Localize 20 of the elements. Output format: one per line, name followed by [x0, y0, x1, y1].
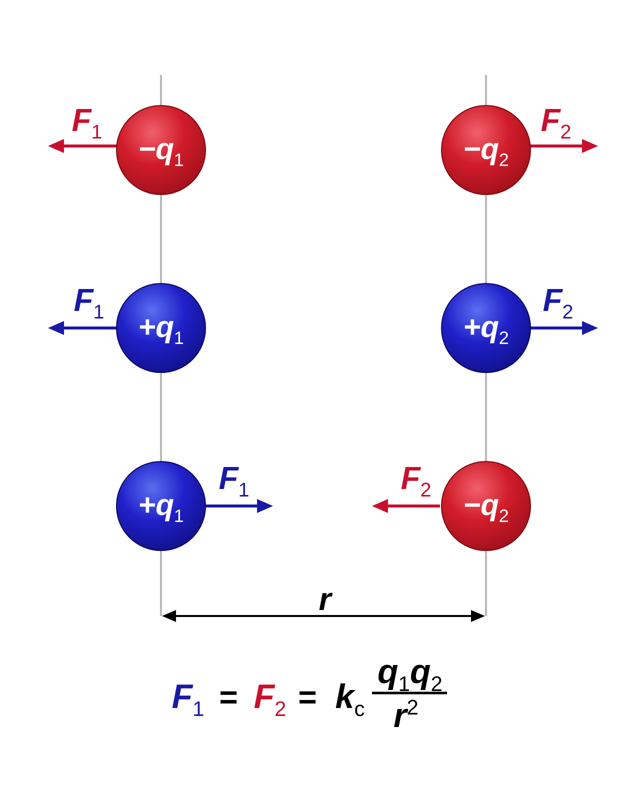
- equals-sign: =: [218, 681, 238, 713]
- force-label: F$_{2}$: [540, 104, 572, 136]
- force-label: F$_{1}$: [72, 104, 102, 136]
- force-label: F$_{1}$: [74, 284, 104, 316]
- formula-term: k$_{c}$: [335, 680, 365, 714]
- force-label: F$_{2}$: [400, 462, 432, 494]
- equals-sign: =: [298, 681, 316, 713]
- charge-label: −q$_{1}$: [138, 135, 184, 165]
- formula-numerator: q$_{1}$q$_{2}$: [377, 655, 443, 689]
- charge-label: +q$_{1}$: [138, 313, 184, 343]
- charge-label: +q$_{1}$: [138, 491, 184, 521]
- charge-label: +q$_{2}$: [463, 313, 509, 343]
- charge-label: −q$_{2}$: [463, 491, 509, 521]
- force-label: F$_{2}$: [542, 284, 574, 316]
- formula-term: F$_{1}$: [172, 680, 204, 714]
- distance-label: r: [318, 583, 332, 615]
- charge-label: −q$_{2}$: [463, 135, 509, 165]
- formula-denominator: r$^{2}$: [394, 699, 418, 733]
- force-label: F$_{1}$: [218, 462, 250, 494]
- formula-term: F$_{2}$: [254, 680, 286, 714]
